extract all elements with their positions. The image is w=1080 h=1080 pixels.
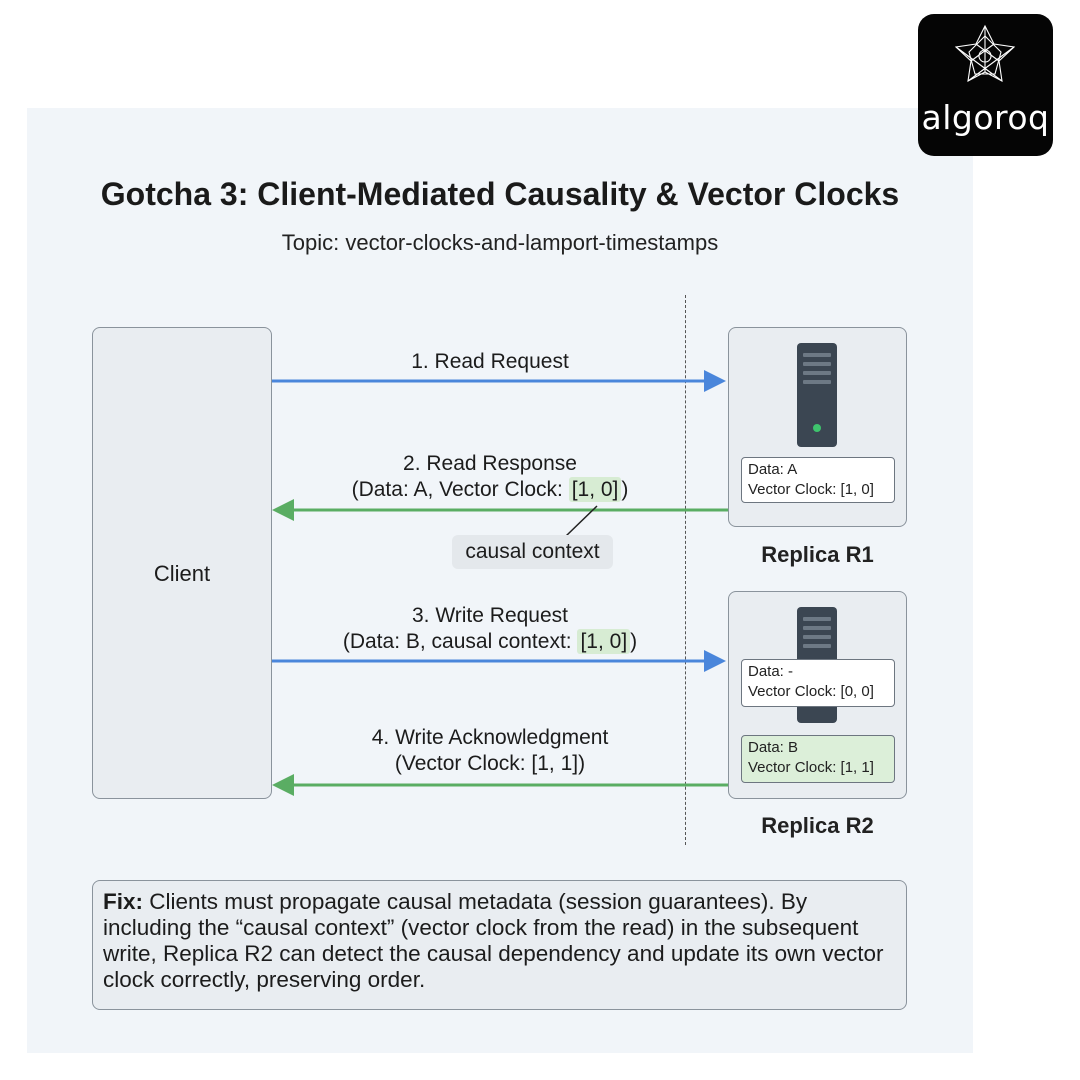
- callout-leader-line: [565, 505, 598, 537]
- replica-r2-data-after: Data: B: [748, 739, 799, 756]
- replica-r2-clock-before: Vector Clock: [0, 0]: [748, 683, 874, 700]
- vector-clock-highlight: [1, 0]: [568, 477, 622, 502]
- msg-read-response-suffix: ): [621, 478, 629, 501]
- replica-r2-clock-after: Vector Clock: [1, 1]: [748, 759, 874, 776]
- client-label: Client: [153, 561, 211, 586]
- replica-r1-clock: Vector Clock: [1, 0]: [748, 481, 874, 498]
- msg-write-ack: 4. Write Acknowledgment (Vector Clock: […: [290, 725, 690, 777]
- server-icon: [797, 343, 837, 447]
- msg-write-request: 3. Write Request (Data: B, causal contex…: [290, 603, 690, 655]
- star-icon: [954, 24, 1016, 82]
- algoroq-logo: algoroq: [918, 14, 1053, 156]
- client-box: [92, 327, 272, 799]
- replica-r2-data-before: Data: -: [748, 663, 794, 680]
- arrow-write-request: [272, 650, 726, 672]
- msg-read-request: 1. Read Request: [330, 349, 650, 375]
- fix-text: Clients must propagate causal metadata (…: [103, 889, 884, 992]
- causal-context-highlight: [1, 0]: [577, 629, 631, 654]
- msg-write-ack-line2: (Vector Clock: [1, 1]): [394, 752, 586, 775]
- replica-r2-state-before: Data: - Vector Clock: [0, 0]: [741, 659, 895, 707]
- msg-read-response-line1: 2. Read Response: [403, 452, 577, 475]
- replica-r2-label: Replica R2: [761, 813, 874, 838]
- msg-read-response-line2: (Data: A, Vector Clock: [1, 0]): [290, 477, 690, 503]
- msg-write-request-prefix: (Data: B, causal context:: [342, 630, 578, 653]
- diagram-title: Gotcha 3: Client-Mediated Causality & Ve…: [100, 176, 900, 212]
- msg-write-request-line1: 3. Write Request: [411, 604, 568, 627]
- logo-text: algoroq: [921, 98, 1050, 137]
- msg-read-response-prefix: (Data: A, Vector Clock:: [351, 478, 569, 501]
- msg-write-ack-line1: 4. Write Acknowledgment: [371, 726, 609, 749]
- network-divider: [685, 295, 686, 845]
- msg-write-request-line2: (Data: B, causal context: [1, 0]): [290, 629, 690, 655]
- msg-read-request-line1: 1. Read Request: [411, 350, 569, 373]
- causal-context-callout: causal context: [452, 535, 613, 569]
- msg-write-request-suffix: ): [630, 630, 638, 653]
- replica-r2-state-after: Data: B Vector Clock: [1, 1]: [741, 735, 895, 783]
- arrow-read-request: [272, 370, 726, 392]
- replica-r1-state: Data: A Vector Clock: [1, 0]: [741, 457, 895, 503]
- fix-label: Fix:: [103, 889, 144, 914]
- diagram-subtitle: Topic: vector-clocks-and-lamport-timesta…: [281, 230, 719, 255]
- replica-r1-label: Replica R1: [761, 542, 874, 567]
- replica-r1-data: Data: A: [748, 461, 798, 478]
- fix-note: Fix: Clients must propagate causal metad…: [92, 880, 907, 1010]
- arrow-write-ack: [272, 774, 728, 796]
- arrow-read-response: [272, 499, 728, 521]
- msg-read-response: 2. Read Response (Data: A, Vector Clock:…: [290, 451, 690, 503]
